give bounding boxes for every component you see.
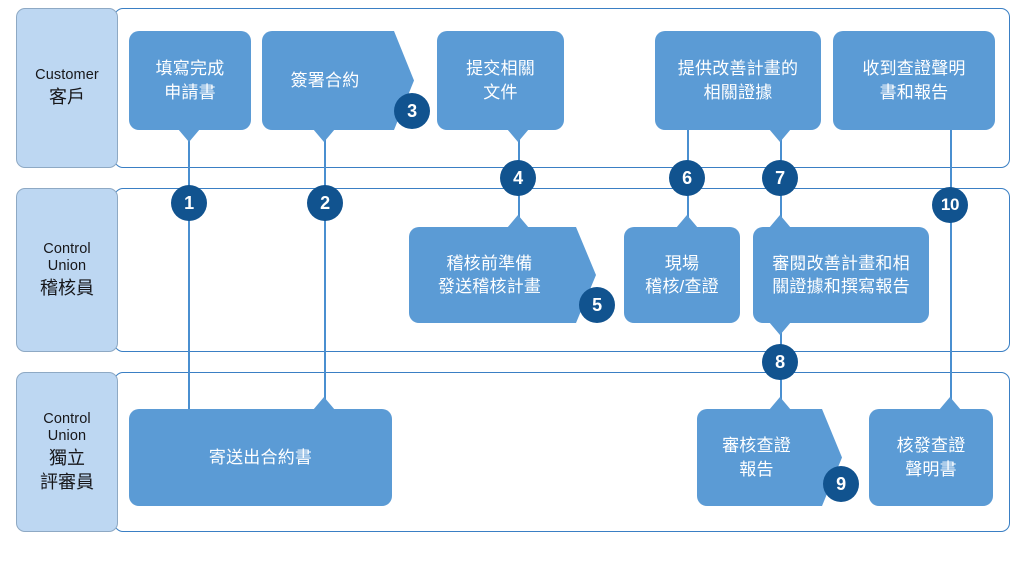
lane-label-independent-reviewer: Control Union 獨立 評審員: [16, 372, 118, 532]
connector-10: [950, 130, 952, 415]
lane-label-auditor: Control Union 稽核員: [16, 188, 118, 352]
step-circle-8[interactable]: 8: [762, 344, 798, 380]
connector-2: [324, 128, 326, 410]
step-circle-8-label: 8: [775, 351, 785, 372]
lane-label-auditor-en-line2: Union: [47, 257, 87, 274]
process-box-issue-statement-text: 核發查證 聲明書: [896, 436, 966, 479]
process-box-submit-documents[interactable]: 提交相關 文件: [437, 31, 564, 130]
process-box-review-report[interactable]: 審核查證 報告: [697, 409, 816, 506]
process-box-receive-statement[interactable]: 收到查證聲明 書和報告: [833, 31, 995, 130]
tail-review-plan-top: [769, 215, 791, 228]
process-box-sign-contract-text: 簽署合約: [290, 70, 360, 90]
lane-label-customer-en: Customer: [35, 67, 99, 84]
process-box-send-contract[interactable]: 寄送出合約書: [129, 409, 392, 506]
tail-submit-documents: [507, 129, 529, 142]
process-box-onsite-audit[interactable]: 現場 稽核/查證: [624, 227, 740, 323]
lane-label-customer-zh: 客戶: [49, 87, 85, 108]
lane-label-reviewer-zh-line1: 獨立: [49, 447, 85, 468]
connector-1: [188, 128, 190, 413]
step-circle-4[interactable]: 4: [500, 160, 536, 196]
tail-review-plan-bottom: [769, 322, 791, 335]
step-circle-10[interactable]: 10: [932, 187, 968, 223]
lane-label-auditor-en-line1: Control: [43, 240, 91, 257]
tail-pre-audit-prep: [507, 215, 529, 228]
step-circle-10-label: 10: [940, 195, 960, 214]
step-circle-9-label: 9: [836, 473, 846, 494]
process-box-onsite-audit-text: 現場 稽核/查證: [645, 253, 719, 296]
step-circle-7-label: 7: [775, 167, 785, 188]
process-box-submit-documents-text: 提交相關 文件: [466, 59, 535, 102]
tail-sign-contract: [313, 129, 335, 142]
lane-label-reviewer-zh-line2: 評審員: [40, 472, 94, 493]
step-circle-5[interactable]: 5: [579, 287, 615, 323]
process-box-review-plan[interactable]: 審閱改善計畫和相 關證據和撰寫報告: [753, 227, 929, 323]
step-circle-2[interactable]: 2: [307, 185, 343, 221]
process-box-pre-audit-prep-text: 稽核前準備 發送稽核計畫: [437, 253, 542, 296]
process-box-issue-statement[interactable]: 核發查證 聲明書: [869, 409, 993, 506]
lane-label-auditor-zh: 稽核員: [40, 277, 94, 298]
process-box-fill-application-text: 填寫完成 申請書: [155, 59, 225, 102]
tail-send-contract: [313, 397, 335, 410]
process-box-provide-evidence[interactable]: 提供改善計畫的 相關證據: [655, 31, 821, 130]
step-circle-4-label: 4: [513, 167, 523, 188]
lane-label-reviewer-en-line2: Union: [47, 427, 87, 444]
tail-review-report: [769, 397, 791, 410]
step-circle-9[interactable]: 9: [823, 466, 859, 502]
step-circle-7[interactable]: 7: [762, 160, 798, 196]
lane-label-reviewer-en-line1: Control: [43, 410, 91, 427]
process-box-pre-audit-prep[interactable]: 稽核前準備 發送稽核計畫: [409, 227, 570, 323]
tail-fill-application: [178, 129, 200, 142]
process-box-receive-statement-text: 收到查證聲明 書和報告: [862, 59, 966, 102]
process-box-fill-application[interactable]: 填寫完成 申請書: [129, 31, 251, 130]
tail-onsite-audit: [676, 215, 698, 228]
step-circle-6-label: 6: [682, 167, 692, 188]
tail-issue-statement: [939, 397, 961, 410]
step-circle-2-label: 2: [320, 192, 330, 213]
process-box-provide-evidence-text: 提供改善計畫的 相關證據: [677, 59, 799, 102]
step-circle-5-label: 5: [592, 294, 602, 315]
process-box-review-plan-text: 審閱改善計畫和相 關證據和撰寫報告: [772, 253, 910, 296]
step-circle-1[interactable]: 1: [171, 185, 207, 221]
process-box-review-report-text: 審核查證 報告: [722, 436, 791, 479]
process-box-send-contract-text: 寄送出合約書: [208, 447, 313, 467]
lane-label-customer: Customer 客戶: [16, 8, 118, 168]
step-circle-6[interactable]: 6: [669, 160, 705, 196]
tail-provide-evidence: [769, 129, 791, 142]
step-circle-3-label: 3: [407, 100, 417, 121]
step-circle-1-label: 1: [184, 192, 194, 213]
step-circle-3[interactable]: 3: [394, 93, 430, 129]
process-box-sign-contract[interactable]: 簽署合約: [262, 31, 388, 130]
